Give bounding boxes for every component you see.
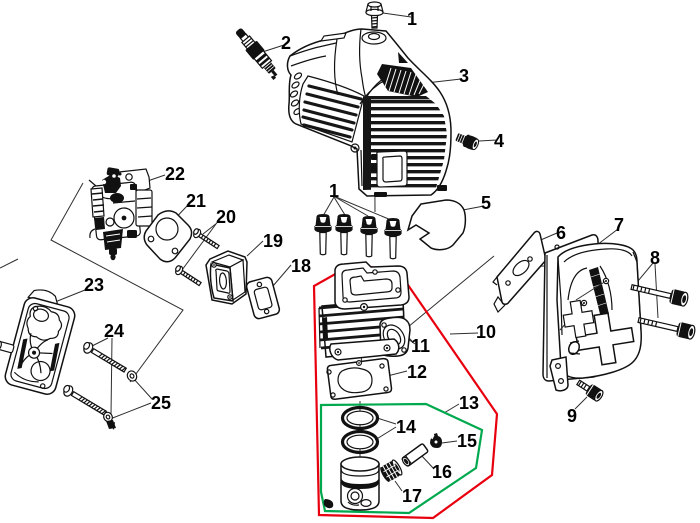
svg-text:12: 12 (407, 362, 427, 382)
svg-text:6: 6 (556, 223, 566, 243)
svg-text:1: 1 (329, 181, 339, 201)
svg-text:19: 19 (263, 231, 283, 251)
svg-text:22: 22 (165, 164, 185, 184)
svg-text:13: 13 (459, 393, 479, 413)
svg-text:11: 11 (411, 336, 430, 356)
svg-text:23: 23 (84, 275, 104, 295)
svg-text:15: 15 (457, 431, 477, 451)
svg-text:9: 9 (567, 406, 577, 426)
svg-text:3: 3 (459, 66, 469, 86)
svg-text:17: 17 (402, 486, 422, 506)
svg-text:24: 24 (104, 321, 124, 341)
svg-text:8: 8 (650, 248, 660, 268)
svg-text:1: 1 (407, 9, 417, 29)
svg-text:14: 14 (396, 417, 416, 437)
svg-text:2: 2 (281, 33, 291, 53)
svg-text:4: 4 (494, 131, 504, 151)
svg-text:21: 21 (186, 191, 206, 211)
svg-text:16: 16 (432, 462, 452, 482)
svg-text:7: 7 (614, 215, 624, 235)
svg-text:25: 25 (151, 393, 171, 413)
svg-text:5: 5 (481, 193, 491, 213)
svg-text:10: 10 (476, 322, 496, 342)
svg-text:20: 20 (216, 207, 236, 227)
svg-text:18: 18 (291, 256, 311, 276)
